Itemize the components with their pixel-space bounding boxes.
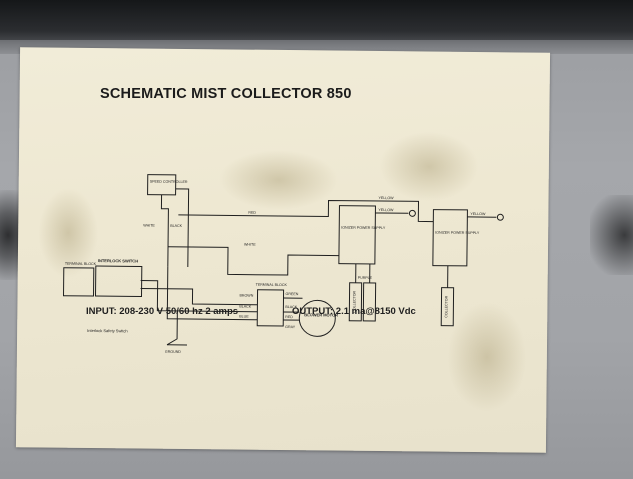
wire-label-red: RED	[248, 211, 256, 215]
terminal-block-left-box	[63, 267, 95, 297]
schematic-title: SCHEMATIC MIST COLLECTOR 850	[100, 86, 352, 102]
ionizer-supply-label: IONIZER POWER SUPPLY	[341, 226, 386, 230]
collector-right-label: COLLECTOR	[444, 295, 448, 317]
wire-label-white-long: WHITE	[244, 243, 256, 247]
wire-label-blue: BLUE	[239, 315, 249, 319]
output-spec: OUTPUT: 2.1 ma@8150 Vdc	[292, 306, 416, 317]
wire-label-green: GREEN	[286, 292, 299, 296]
collector-left-label: COLLECTOR	[352, 290, 356, 312]
speed-controller-label: SPEED CONTROLLER	[150, 180, 188, 184]
wire-label-gray: GRAY	[285, 325, 296, 329]
input-spec: INPUT: 208-230 V 50/60 hz 2 amps	[86, 306, 239, 317]
terminal-block-center-label: TERMINAL BLOCK	[256, 283, 288, 287]
second-supply-label: IONIZER POWER SUPPLY	[435, 231, 480, 235]
collector-mid-box	[362, 282, 377, 322]
blower-motor-label: BLOWER MOTOR	[304, 312, 338, 317]
wire-label-yellow-1: YELLOW	[379, 196, 395, 200]
wiring-schematic: SPEED CONTROLLER INTERLOCK SWITCH TERMIN…	[63, 174, 504, 354]
wire-label-black-2: BLACK	[239, 305, 251, 309]
speed-controller-box	[147, 174, 177, 196]
wire-label-purple: PURPLE	[358, 276, 373, 280]
ionizer-supply-box	[338, 205, 376, 265]
wire-label-yellow-2: YELLOW	[378, 208, 394, 212]
wire-label-black: BLACK	[170, 224, 182, 228]
wire-label-black-3: BLACK	[285, 305, 297, 309]
ground-label: GROUND	[165, 350, 181, 354]
wire-label-yellow-3: YELLOW	[470, 212, 486, 216]
interlock-switch-label: INTERLOCK SWITCH	[98, 258, 138, 263]
second-supply-box	[432, 209, 468, 267]
cabinet-top-frame	[0, 0, 633, 44]
collector-left-box	[348, 282, 363, 322]
safety-note: Interlock Safety Switch	[87, 328, 128, 333]
dirt-smudge-right	[590, 195, 633, 275]
interlock-switch-box	[95, 265, 143, 298]
wire-label-white: WHITE	[143, 224, 155, 228]
terminal-block-left-label: TERMINAL BLOCK	[65, 262, 97, 266]
blower-motor-circle	[298, 299, 336, 337]
terminal-block-center-box	[256, 289, 285, 327]
wire-label-brown: BROWN	[239, 294, 253, 298]
wire-label-red-2: RED	[285, 315, 293, 319]
